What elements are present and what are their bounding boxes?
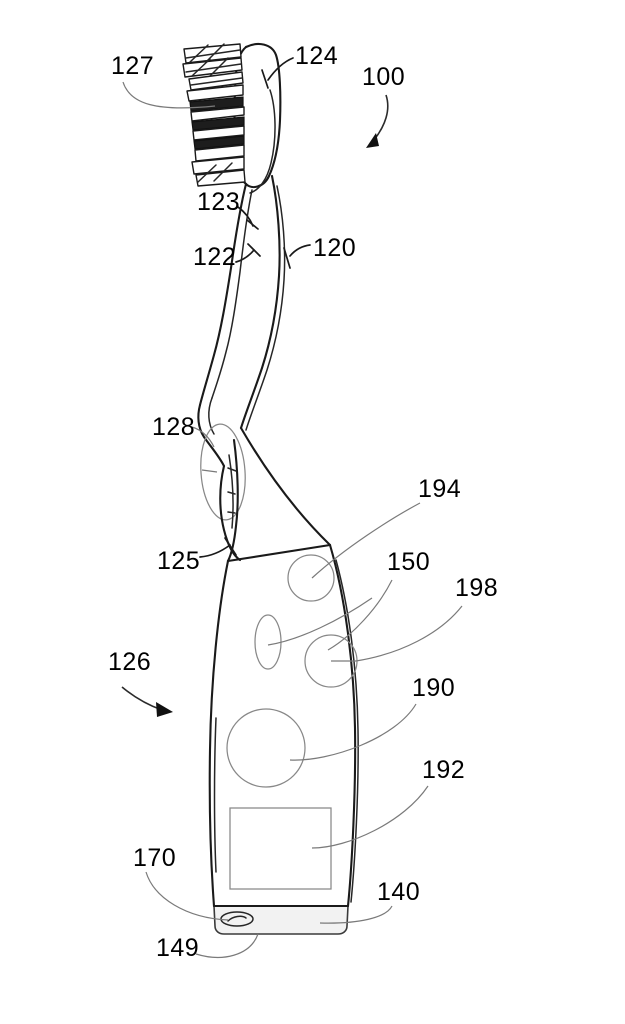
leader-100-arrowhead — [366, 133, 379, 148]
neck-outer-edge-inner — [245, 185, 286, 431]
thumb-grip-ridge-left — [219, 464, 242, 562]
ref-numeral-128: 128 — [152, 413, 196, 441]
handle-left-edge-inner — [213, 717, 217, 873]
bristle-hatching — [185, 43, 243, 183]
ref-numeral-140: 140 — [377, 878, 421, 906]
ref-numeral-126: 126 — [108, 648, 152, 676]
leader-190 — [289, 703, 417, 761]
thumb-grip-notch — [227, 467, 237, 514]
ref-numeral-100: 100 — [362, 63, 406, 91]
leader-150 — [327, 579, 393, 651]
bristle-field — [182, 43, 246, 187]
leader-100 — [373, 94, 389, 141]
display-screen[interactable] — [229, 807, 332, 890]
ref-numeral-122: 122 — [193, 243, 237, 271]
ref-numeral-192: 192 — [422, 756, 466, 784]
handle-right-edge-inner — [335, 559, 359, 903]
bristle-tuft — [192, 125, 245, 141]
handle-right-edge — [328, 543, 357, 908]
bristle-tuft — [190, 106, 245, 122]
thumb-grip-ellipse — [200, 423, 246, 521]
handle-upper-right-taper — [239, 426, 332, 547]
ref-numeral-198: 198 — [455, 574, 499, 602]
thumb-grip-group — [200, 423, 246, 563]
ref-numeral-123: 123 — [197, 188, 241, 216]
base-end-cap — [213, 905, 349, 935]
ref-numeral-124: 124 — [295, 42, 339, 70]
neck-lower-front — [197, 403, 226, 468]
leader-120-tick — [283, 247, 291, 269]
head-handle-joint-seam — [226, 543, 332, 563]
leader-120 — [289, 244, 311, 257]
leader-126 — [121, 686, 163, 711]
leader-122 — [235, 249, 255, 263]
handle-controls — [226, 554, 358, 890]
ref-numeral-125: 125 — [157, 547, 201, 575]
bristle-tuft — [191, 156, 245, 175]
leader-192 — [311, 785, 429, 849]
leader-128 — [191, 426, 215, 448]
ref-numeral-150: 150 — [387, 548, 431, 576]
neck-group — [197, 174, 286, 468]
ref-numeral-190: 190 — [412, 674, 456, 702]
base-end-group — [212, 904, 350, 935]
leader-127 — [122, 81, 216, 109]
bristle-tuft — [186, 84, 244, 102]
leader-125 — [199, 544, 231, 558]
leader-124-tick — [261, 69, 269, 89]
thumb-grip-detail — [228, 454, 234, 529]
leader-indicator-light — [267, 597, 373, 646]
leader-149 — [195, 933, 259, 958]
leader-170 — [145, 871, 229, 921]
charging-port-detail — [227, 915, 247, 922]
neck-front-edge — [198, 182, 248, 407]
brush-head-inner-edge — [249, 89, 276, 194]
handle-group — [208, 426, 359, 908]
handle-left-edge — [208, 559, 230, 908]
leader-lines — [121, 57, 463, 958]
leader-125-tick — [224, 537, 237, 556]
upper-control-button[interactable] — [287, 554, 335, 602]
ref-numeral-170: 170 — [133, 844, 177, 872]
bristle-tuft — [191, 116, 245, 131]
ref-numeral-120: 120 — [313, 234, 357, 262]
leader-122-tick — [247, 243, 261, 257]
indicator-light — [254, 614, 282, 670]
leader-140 — [319, 905, 393, 924]
leader-198 — [355, 605, 463, 662]
bristle-tuft — [194, 144, 245, 162]
neck-rear-edge — [211, 189, 253, 399]
thumb-grip-ridge-right — [226, 438, 239, 563]
leader-194 — [311, 502, 421, 579]
leader-124 — [267, 57, 294, 81]
neck-lower-front-inner — [208, 397, 215, 435]
neck-outer-edge — [239, 174, 281, 430]
main-power-button[interactable] — [226, 708, 306, 788]
leader-128-tick — [201, 469, 218, 473]
ref-numeral-127: 127 — [111, 52, 155, 80]
ref-numeral-149: 149 — [156, 934, 200, 962]
leader-126-arrowhead — [156, 702, 173, 717]
leader-123-tick — [246, 219, 259, 230]
bristle-tuft — [193, 135, 245, 150]
ref-numeral-194: 194 — [418, 475, 462, 503]
